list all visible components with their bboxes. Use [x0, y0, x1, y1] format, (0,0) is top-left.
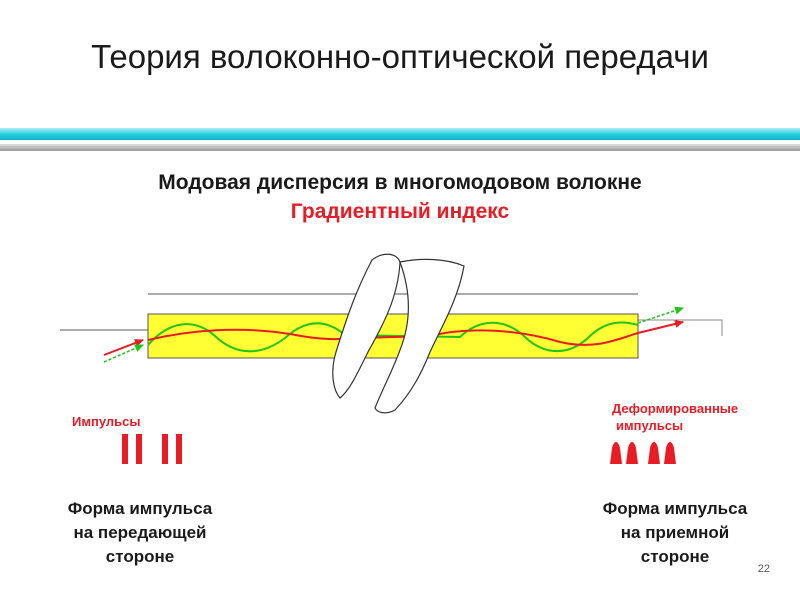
- input-ray-red: [103, 339, 144, 356]
- cladding-output-line: [638, 319, 723, 336]
- caption-rx: Форма импульса на приемной стороне: [560, 497, 790, 569]
- caption-tx-line3: стороне: [105, 547, 175, 566]
- rx-pulse-3: [648, 442, 660, 464]
- label-pulses-rx: Деформированные импульсы: [612, 400, 782, 434]
- output-ray-red: [637, 320, 684, 334]
- output-ray-green: [637, 306, 684, 324]
- label-pulses-rx-line2: импульсы: [616, 418, 684, 433]
- caption-tx-line2: на передающей: [73, 523, 207, 542]
- rx-pulse-1: [610, 442, 622, 464]
- header-divider-bar: [0, 128, 800, 151]
- input-ray-green: [103, 344, 144, 363]
- page-number: 22: [757, 563, 770, 575]
- tx-pulse-4: [176, 434, 182, 464]
- tx-pulse-3: [162, 434, 168, 464]
- caption-rx-line2: на приемной: [620, 523, 730, 542]
- caption-rx-line3: стороне: [640, 547, 710, 566]
- label-pulses-rx-line1: Деформированные: [612, 401, 739, 416]
- rx-pulse-4: [664, 442, 676, 464]
- label-pulses-tx: Импульсы: [72, 414, 141, 429]
- rx-pulse-2: [626, 442, 638, 464]
- diagram-subtitle: Модовая дисперсия в многомодовом волокне: [158, 171, 642, 194]
- tx-pulse-1: [122, 434, 128, 464]
- tx-pulse-2: [136, 434, 142, 464]
- caption-tx-line1: Форма импульса: [67, 499, 213, 518]
- caption-tx: Форма импульса на передающей стороне: [30, 497, 250, 569]
- diagram-subtitle-highlight: Градиентный индекс: [290, 200, 510, 223]
- fiber-break-shape-2: [374, 258, 465, 414]
- caption-rx-line1: Форма импульса: [602, 499, 748, 518]
- slide-title: Теория волоконно-оптической передачи: [91, 38, 709, 75]
